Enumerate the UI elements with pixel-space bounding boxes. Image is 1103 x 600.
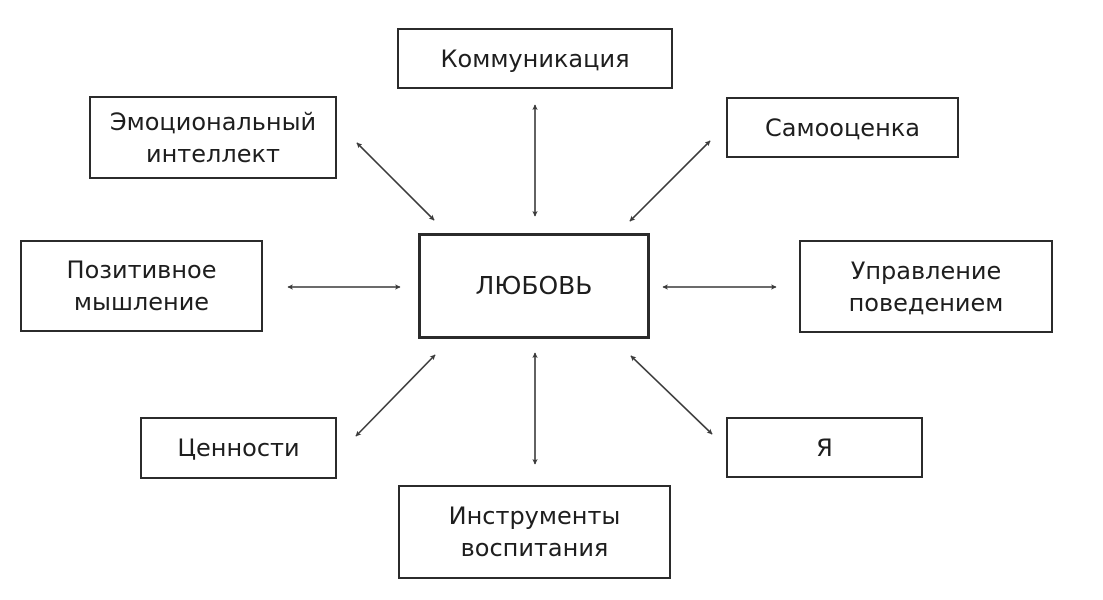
node-positive-thinking-label: Позитивное мышление bbox=[66, 256, 217, 316]
node-emotional-intelligence: Эмоциональный интеллект bbox=[89, 96, 337, 179]
node-values: Ценности bbox=[140, 417, 337, 479]
arrow-love-selfesteem bbox=[629, 140, 711, 222]
arrow-love-self bbox=[630, 355, 713, 435]
node-positive-thinking: Позитивное мышление bbox=[20, 240, 263, 332]
node-love-center: ЛЮБОВЬ bbox=[418, 233, 650, 339]
node-communication: Коммуникация bbox=[397, 28, 673, 89]
node-self: Я bbox=[726, 417, 923, 478]
node-behavior-management-label: Управление поведением bbox=[848, 256, 1004, 317]
node-self-esteem: Самооценка bbox=[726, 97, 959, 158]
node-behavior-management: Управление поведением bbox=[799, 240, 1053, 333]
node-communication-label: Коммуникация bbox=[440, 44, 630, 73]
arrow-love-emotional bbox=[356, 142, 435, 221]
node-parenting-tools-label: Инструменты воспитания bbox=[448, 502, 621, 562]
node-values-label: Ценности bbox=[177, 434, 300, 462]
arrow-love-values bbox=[355, 354, 436, 437]
node-self-esteem-label: Самооценка bbox=[765, 113, 920, 142]
node-love-label: ЛЮБОВЬ bbox=[475, 271, 593, 300]
node-parenting-tools: Инструменты воспитания bbox=[398, 485, 671, 579]
node-emotional-intelligence-label: Эмоциональный интеллект bbox=[109, 107, 317, 168]
node-self-label: Я bbox=[816, 433, 833, 462]
